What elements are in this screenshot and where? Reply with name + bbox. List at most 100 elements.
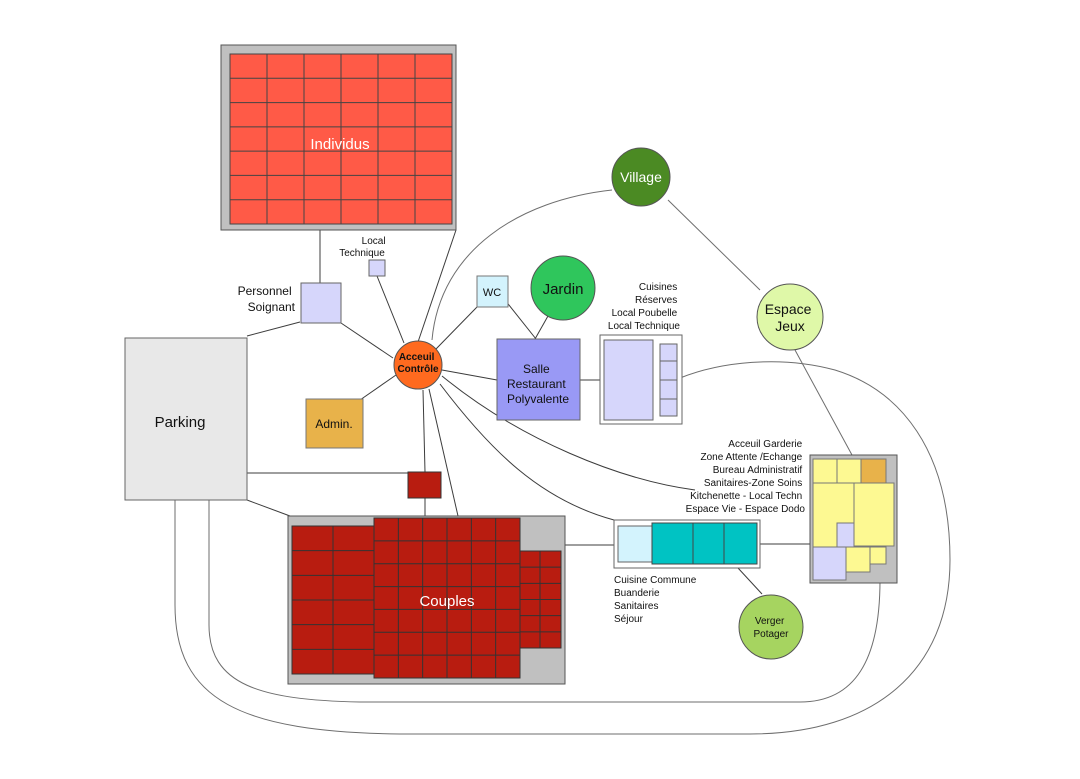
garderie-room-4 (853, 482, 895, 547)
garderie-line-3: Bureau Administratif (713, 465, 803, 476)
garderie-office (860, 458, 887, 484)
jardin-to-salle-line (534, 315, 549, 340)
cuisine-commune-light-room (617, 525, 653, 563)
village-arc-path (431, 189, 613, 341)
cuisine-commune-line-1: Cuisine Commune (614, 575, 697, 586)
jardin-node (530, 255, 596, 321)
cuisines-line-2: Réserves (635, 295, 677, 306)
parking-area (124, 337, 248, 501)
acceuil-to-salle-line (441, 369, 498, 381)
cuisine-commune-to-verger-line (737, 567, 763, 595)
cuisines-line-1: Cuisines (639, 282, 677, 293)
garderie-room-7 (812, 546, 847, 581)
espace-jeux-label: Espace Jeux (765, 301, 816, 334)
individus-cells (230, 54, 452, 224)
jeux-to-garderie-path (794, 349, 853, 456)
local-technique-line-1: Local (362, 236, 386, 247)
jardin-label: Jardin (543, 281, 584, 298)
cuisine-commune-line-2: Buanderie (614, 588, 660, 599)
admin-box (305, 398, 364, 449)
inner-loop-path (208, 500, 881, 703)
village-label: Village (620, 169, 662, 185)
cuisines-room-4 (659, 398, 678, 417)
village-node (611, 147, 671, 207)
espace-jeux-node (756, 283, 824, 351)
local-technique-box (368, 259, 386, 277)
salle-line-2: Restaurant (507, 377, 566, 391)
cuisines-room-1 (659, 343, 678, 362)
wc-to-salle-line (504, 299, 537, 340)
garderie-room-2 (836, 458, 862, 484)
cuisine-commune-block (613, 519, 761, 569)
circulation-paths (174, 189, 951, 735)
couples-label: Couples (419, 593, 474, 610)
cuisines-line-4: Local Technique (608, 321, 681, 332)
salle-line-3: Polyvalente (507, 392, 569, 406)
personnel-soignant-label: Personnel Soignant (238, 284, 296, 314)
garderie-room-1 (812, 458, 838, 484)
couples-block: Couples (287, 515, 566, 685)
cuisine-commune-teal-room-1 (651, 522, 694, 565)
personnel-soignant-box (300, 282, 342, 324)
local-technique-line-2: Technique (339, 248, 385, 259)
verger-line-2: Potager (753, 629, 789, 640)
individus-label: Individus (310, 136, 369, 153)
red-annex-box (407, 471, 442, 499)
outer-loop-path (174, 361, 951, 735)
acceuil-controle-label: Acceuil Contrôle (397, 352, 439, 375)
salle-label: Salle Restaurant Polyvalente (507, 362, 569, 406)
cuisines-annotation: Cuisines Réserves Local Poubelle Local T… (608, 282, 681, 332)
verger-line-1: Verger (755, 616, 785, 627)
salle-line-1: Salle (523, 362, 550, 376)
personnel-soignant-line-1: Personnel (238, 284, 292, 298)
garderie-room-6 (869, 546, 887, 565)
verger-potager-label: Verger Potager (753, 616, 789, 640)
wc-box (476, 275, 509, 308)
wc-to-acceuil-line (435, 306, 478, 350)
cuisines-annex (599, 334, 683, 425)
acceuil-to-red-square-line (422, 389, 426, 473)
garderie-line-1: Acceuil Garderie (728, 439, 802, 450)
local-technique-label: Local Technique (339, 236, 388, 259)
cuisine-commune-line-3: Sanitaires (614, 601, 658, 612)
individus-block: Individus (220, 44, 457, 231)
cuisine-commune-teal-room-2 (692, 522, 725, 565)
admin-to-acceuil-line (359, 374, 397, 401)
acceuil-line-2: Contrôle (397, 364, 439, 375)
garderie-line-4: Sanitaires-Zone Soins (704, 478, 802, 489)
espace-jeux-line-2: Jeux (775, 318, 805, 334)
espace-jeux-line-1: Espace (765, 301, 812, 317)
acceuil-controle-node (393, 340, 443, 390)
cuisine-commune-line-4: Séjour (614, 614, 644, 625)
personnel-soignant-line-2: Soignant (248, 300, 296, 314)
garderie-block (809, 454, 898, 584)
parking-to-couples-line (246, 499, 291, 517)
garderie-line-5: Kitchenette - Local Techn (690, 491, 802, 502)
verger-potager-node (738, 594, 804, 660)
cuisines-main-room (603, 339, 654, 421)
parking-label: Parking (155, 414, 206, 431)
cuisines-line-3: Local Poubelle (612, 308, 678, 319)
acceuil-to-garderie-line (441, 375, 696, 491)
garderie-line-2: Zone Attente /Echange (700, 452, 802, 463)
connectors (246, 229, 810, 595)
parking-to-personnel-line (246, 321, 301, 337)
acceuil-to-cuisine-commune-line (439, 383, 615, 521)
local-technique-to-acceuil-line (376, 275, 405, 344)
admin-label: Admin. (315, 417, 352, 431)
cuisines-room-3 (659, 379, 678, 400)
cuisines-room-2 (659, 360, 678, 381)
garderie-line-6: Espace Vie - Espace Dodo (686, 504, 806, 515)
salle-box (496, 338, 581, 421)
acceuil-to-couples-line (428, 388, 459, 517)
cuisine-commune-teal-room-3 (723, 522, 758, 565)
garderie-room-5 (845, 546, 871, 573)
village-to-jeux-path (667, 199, 761, 291)
wc-label: WC (483, 287, 501, 299)
acceuil-line-1: Acceuil (399, 352, 435, 363)
cuisine-commune-annotation: Cuisine Commune Buanderie Sanitaires Séj… (614, 575, 699, 625)
garderie-small-room (836, 522, 855, 548)
individus-to-acceuil-line (417, 229, 457, 343)
personnel-to-acceuil-line (340, 322, 394, 359)
